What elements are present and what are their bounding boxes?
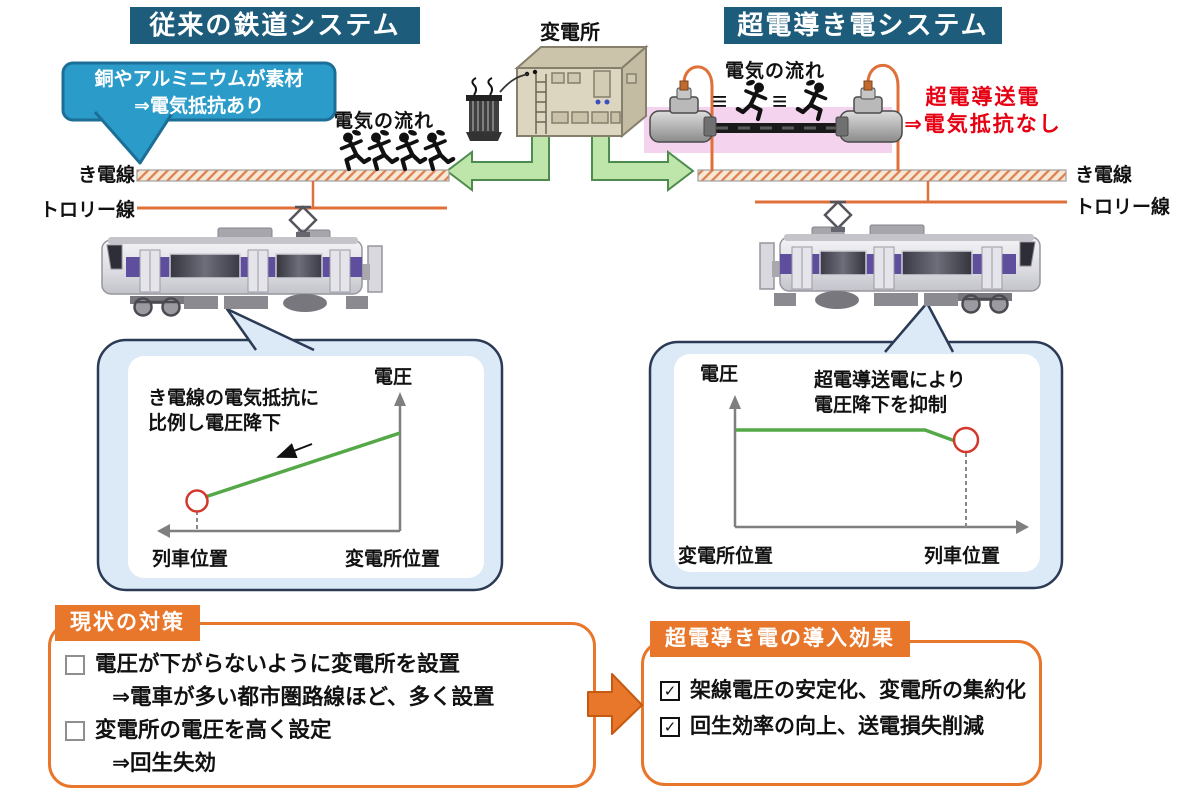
- right-chart-ylabel: 電圧: [700, 364, 739, 385]
- power-flow-arrow-right: [591, 132, 695, 193]
- left-chart-xlabel-train: 列車位置: [152, 549, 229, 570]
- substation-illustration: [514, 44, 649, 139]
- left-chart-annotation-line2: 比例し電圧降下: [148, 413, 282, 435]
- feeder-label-right: き電線: [1075, 165, 1133, 186]
- speed-lines-icon: ≡: [772, 86, 788, 116]
- pantograph-left: [288, 205, 318, 237]
- current-countermeasures-box: 電圧が下がらないように変電所を設置 ⇒電車が多い都市圏路線ほど、多く設置 変電所…: [48, 622, 596, 788]
- pantograph-right: [823, 200, 853, 232]
- list-item: ✓ 架線電圧の安定化、変電所の集約化: [660, 675, 1033, 706]
- material-note-text: 銅やアルミニウムが素材 ⇒電気抵抗あり: [63, 67, 335, 121]
- left-chart-annotation: き電線の電気抵抗に 比例し電圧降下: [148, 386, 319, 436]
- list-item: ⇒電車が多い都市圏路線ほど、多く設置: [65, 682, 585, 713]
- voltage-kept-marker: [952, 426, 980, 454]
- list-item-text: 回生効率の向上、送電損失削減: [690, 715, 984, 738]
- list-item-text: 架線電圧の安定化、変電所の集約化: [690, 679, 1026, 702]
- right-chart-xlabel-train: 列車位置: [924, 546, 1001, 567]
- feeder-line-left: [136, 169, 450, 182]
- train-left: [100, 205, 384, 317]
- transformer-illustration: [466, 73, 529, 141]
- superconducting-benefits-box: ✓ 架線電圧の安定化、変電所の集約化 ✓ 回生効率の向上、送電損失削減: [641, 640, 1042, 786]
- voltage-line-conventional: [204, 431, 401, 499]
- list-item: ⇒回生失効: [65, 748, 585, 779]
- speed-lines-icon: ≡: [712, 86, 728, 116]
- superconducting-note: 超電導送電 ⇒電気抵抗なし: [878, 84, 1088, 139]
- list-item-text: 電圧が下がらないように変電所を設置: [95, 652, 461, 676]
- checkbox-checked-icon: ✓: [660, 717, 680, 737]
- flow-label-right: 電気の流れ: [725, 61, 826, 82]
- transition-arrow: [587, 673, 643, 735]
- material-note-line1: 銅やアルミニウムが素材: [94, 69, 304, 90]
- feeder-label-left: き電線: [77, 165, 135, 186]
- voltage-chart-left: [157, 392, 406, 538]
- checkbox-unchecked-icon: [65, 721, 85, 741]
- title-superconducting-system: 超電導き電システム: [724, 7, 1002, 44]
- feeder-line-right: [697, 169, 1067, 182]
- superconducting-benefits-title: 超電導き電の導入効果: [650, 621, 910, 657]
- list-item-text: ⇒回生失効: [112, 751, 217, 775]
- list-item: ✓ 回生効率の向上、送電損失削減: [660, 711, 1033, 742]
- superconducting-cable-illustration: [649, 63, 903, 171]
- voltage-drop-marker: [185, 489, 209, 513]
- train-right: [758, 200, 1042, 314]
- list-item-text: 変電所の電圧を高く設定: [95, 718, 332, 742]
- list-item: 変電所の電圧を高く設定: [65, 715, 585, 746]
- flow-label-left: 電気の流れ: [334, 111, 435, 132]
- checkbox-checked-icon: ✓: [660, 681, 680, 701]
- left-chart-annotation-line1: き電線の電気抵抗に: [148, 388, 320, 409]
- trolley-label-left: トロリー線: [39, 200, 135, 221]
- trolley-label-right: トロリー線: [1075, 197, 1171, 218]
- electricity-runners-left: [342, 129, 454, 169]
- right-chart-annotation-line2: 電圧降下を抑制: [814, 395, 948, 417]
- title-conventional-system: 従来の鉄道システム: [130, 7, 420, 44]
- left-chart-xlabel-substation: 変電所位置: [345, 549, 441, 570]
- right-chart-annotation: 超電導送電により 電圧降下を抑制: [814, 368, 966, 418]
- substation-label: 変電所: [540, 22, 600, 44]
- current-countermeasures-title: 現状の対策: [55, 605, 200, 641]
- list-item-text: ⇒電車が多い都市圏路線ほど、多く設置: [112, 685, 495, 709]
- checkbox-unchecked-icon: [65, 655, 85, 675]
- material-note-line2: ⇒電気抵抗あり: [134, 95, 264, 117]
- material-note-bubble: [61, 61, 337, 165]
- list-item: 電圧が下がらないように変電所を設置: [65, 649, 585, 680]
- superconducting-note-line1: 超電導送電: [925, 86, 1041, 109]
- power-flow-arrow-left: [445, 132, 550, 193]
- right-chart-xlabel-substation: 変電所位置: [678, 546, 774, 567]
- right-chart-annotation-line1: 超電導送電により: [814, 370, 966, 391]
- left-chart-ylabel: 電圧: [374, 367, 413, 388]
- superconducting-note-line2: ⇒電気抵抗なし: [904, 113, 1062, 137]
- voltage-line-superconducting: [736, 428, 956, 443]
- voltage-chart-right: [729, 395, 1029, 534]
